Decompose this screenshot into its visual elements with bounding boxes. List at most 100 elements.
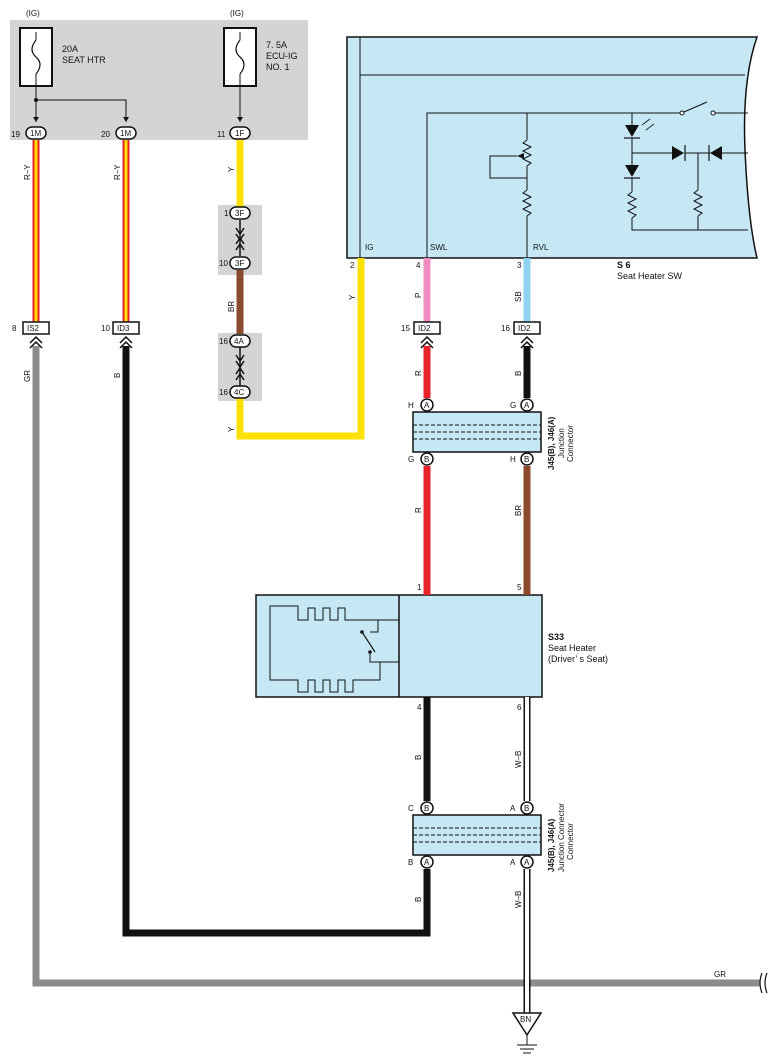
conn-id2-a-pin: 15 — [401, 324, 410, 333]
junction-lower-line1: Junction Connector — [557, 803, 566, 872]
fuse-ecu-ig-icon — [223, 27, 257, 87]
conn-1f-code: 1F — [235, 129, 244, 138]
conn-id2-b-code: ID2 — [518, 324, 531, 333]
conn-3f-bot-pin: 10 — [219, 259, 228, 268]
fuse-internal-wire — [35, 86, 241, 122]
junction-lower-pin-tl: C — [408, 804, 414, 813]
wire-b-left — [122, 346, 431, 937]
wire-label-br-lower: BR — [514, 505, 523, 516]
heater-pin-6: 6 — [517, 703, 522, 712]
junction-lower-pin-br: A — [510, 858, 516, 867]
ground-code: BN — [520, 1015, 531, 1024]
conn-1m-b-code: 1M — [120, 129, 131, 138]
junction-pins-upper — [420, 398, 534, 466]
conn-1m-a-code: 1M — [30, 129, 41, 138]
wire-break-icon — [759, 972, 768, 994]
conn-is2-pin: 8 — [12, 324, 17, 333]
fuse-ecu-ig-rating: 7. 5A — [266, 40, 287, 50]
fuse-seat-htr-rating: 20A — [62, 44, 78, 54]
seat-heater-box — [255, 594, 543, 698]
wire-label-b-heater: B — [414, 755, 423, 760]
wire-label-gr-right: GR — [714, 970, 726, 979]
conn-id3-code: ID3 — [117, 324, 130, 333]
junction-lower-pin-br-c: A — [524, 858, 530, 867]
junction-lower-pin-bl-c: A — [424, 858, 430, 867]
wire-label-b-bottom: B — [414, 897, 423, 902]
conn-1m-b-pin: 20 — [101, 130, 110, 139]
connector-4c — [229, 385, 251, 399]
junction-lower-pin-tr-c: B — [524, 804, 529, 813]
wire-label-y-top: Y — [227, 166, 236, 172]
junction-upper-line2: Connector — [566, 425, 575, 462]
junction-upper-pin-tr: G — [510, 401, 516, 410]
junction-upper-pin-bl: G — [408, 455, 414, 464]
seat-heater-switch-box — [346, 36, 759, 259]
wire-y-bottom — [236, 258, 365, 440]
junction-upper-line1: Junction — [557, 428, 566, 458]
connector-3f-bot — [229, 256, 251, 270]
junction-lower-pin-tr: A — [510, 804, 516, 813]
conn-id3-pin: 10 — [101, 324, 110, 333]
fuse-ecu-ig-name1: ECU-IG — [266, 51, 298, 61]
ground-icon — [511, 1012, 543, 1054]
conn-3f-top-pin: 1 — [224, 209, 229, 218]
connector-1f — [229, 126, 251, 140]
wire-label-r-upper: R — [414, 370, 423, 376]
fuse-ecu-ig-source: (IG) — [230, 9, 244, 18]
junction-upper-pin-tl: H — [408, 401, 414, 410]
connector-id3 — [112, 321, 140, 335]
conn-4a-code: 4A — [234, 337, 244, 346]
switch-pin-swl: 4 — [416, 261, 421, 270]
wire-label-br-mid: BR — [227, 301, 236, 312]
connector-3f-top — [229, 206, 251, 220]
junction-upper-pin-br: H — [510, 455, 516, 464]
switch-code: S 6 — [617, 260, 631, 270]
wire-label-b-upper: B — [514, 371, 523, 376]
junction-lower-line2: Connector — [566, 823, 575, 860]
wire-label-ry1: R–Y — [23, 164, 32, 180]
wire-label-wb-heater: W–B — [514, 751, 523, 768]
junction-lower-code: J45(B), J46(A) — [547, 818, 556, 872]
wire-label-gr-left: GR — [23, 370, 32, 382]
switch-terminal-ig: IG — [365, 243, 373, 252]
fuse-seat-htr-name: SEAT HTR — [62, 55, 106, 65]
heater-code: S33 — [548, 632, 564, 642]
junction-upper-pin-br-c: B — [524, 455, 529, 464]
conn-1m-a-pin: 19 — [11, 130, 20, 139]
wire-label-y-ig: Y — [348, 294, 357, 300]
junction-upper-pin-bl-c: B — [424, 455, 429, 464]
fuse-seat-htr-icon — [19, 27, 53, 87]
wire-gr — [32, 346, 760, 987]
connector-id2-b — [513, 321, 541, 335]
junction-connector-upper — [412, 411, 542, 453]
connector-1m-a — [25, 126, 47, 140]
conn-1f-pin: 11 — [217, 130, 226, 139]
heater-pin-4: 4 — [417, 703, 422, 712]
connector-4a — [229, 334, 251, 348]
wire-label-sb: SB — [514, 291, 523, 302]
wire-label-r-lower: R — [414, 507, 423, 513]
wire-label-wb-bottom: W–B — [514, 891, 523, 908]
conn-id2-b-pin: 16 — [501, 324, 510, 333]
conn-3f-bot-code: 3F — [235, 259, 244, 268]
switch-name: Seat Heater SW — [617, 271, 683, 281]
switch-pin-ig: 2 — [350, 261, 355, 270]
junction-upper-code: J45(B), J46(A) — [547, 416, 556, 470]
junction-lower-pin-bl: B — [408, 858, 413, 867]
conn-4c-pin: 16 — [219, 388, 228, 397]
conn-id2-a-code: ID2 — [418, 324, 431, 333]
conn-4c-code: 4C — [234, 388, 244, 397]
wire-label-p: P — [414, 293, 423, 298]
wire-label-ry2: R–Y — [113, 164, 122, 180]
conn-3f-top-code: 3F — [235, 209, 244, 218]
fuse-ecu-ig-name2: NO. 1 — [266, 62, 290, 72]
junction-pins-lower — [420, 801, 534, 869]
heater-pin-5: 5 — [517, 583, 522, 592]
junction-connector-lower — [412, 814, 542, 856]
switch-pin-rvl: 3 — [517, 261, 522, 270]
switch-terminal-swl: SWL — [430, 243, 448, 252]
wire-label-b-left: B — [113, 373, 122, 378]
conn-4a-pin: 16 — [219, 337, 228, 346]
